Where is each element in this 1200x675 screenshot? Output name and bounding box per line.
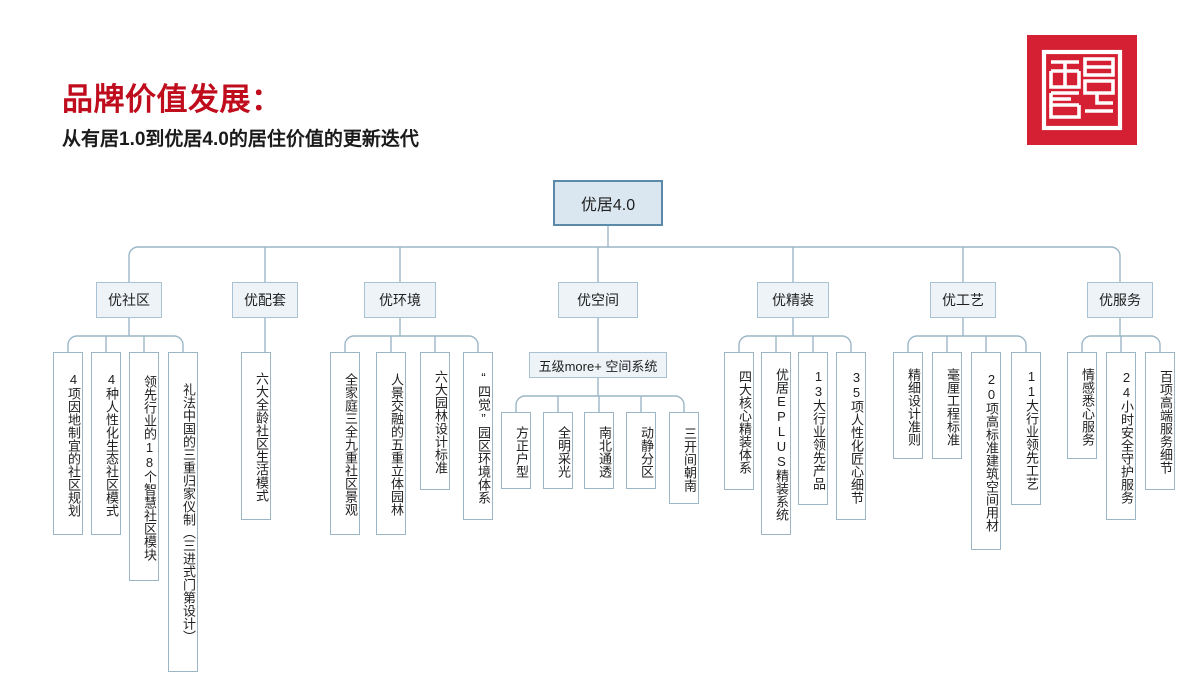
leaf-node-0-0[interactable]: 4项因地制宜的社区规划 — [53, 352, 83, 535]
leaf-node-6-0[interactable]: 情感悉心服务 — [1067, 352, 1097, 459]
leaf-node-3-0-label: 方正户型 — [514, 425, 529, 478]
leaf-node-3-2[interactable]: 南北通透 — [584, 412, 614, 489]
leaf-node-5-2-label: 20项高标准建筑空间用材 — [984, 372, 999, 532]
leaf-node-0-3-label: 礼法中国的三重归家仪制（三进式门第设计） — [181, 383, 196, 643]
leaf-bus-4 — [738, 335, 852, 346]
leaf-node-0-1-label: 4种人性化生态社区模式 — [104, 372, 119, 517]
leaf-node-0-1[interactable]: 4种人性化生态社区模式 — [91, 352, 121, 535]
branch-node-1-label: 优配套 — [244, 292, 286, 308]
leaf-node-6-1[interactable]: 24小时安全守护服务 — [1106, 352, 1136, 520]
branch-node-6-label: 优服务 — [1099, 292, 1141, 308]
leaf-node-5-1-label: 毫厘工程标准 — [945, 367, 960, 446]
branch-node-0-label: 优社区 — [108, 292, 150, 308]
root-node[interactable]: 优居4.0 — [553, 180, 663, 226]
branch-node-1[interactable]: 优配套 — [232, 282, 298, 318]
leaf-bus-6 — [1081, 335, 1161, 346]
mid-node-3[interactable]: 五级more+ 空间系统 — [529, 352, 667, 378]
leaf-bus-0 — [67, 335, 184, 346]
branch-node-0[interactable]: 优社区 — [96, 282, 162, 318]
page-subtitle: 从有居1.0到优居4.0的居住价值的更新迭代 — [62, 129, 419, 150]
mid-node-3-label: 五级more+ 空间系统 — [538, 358, 658, 374]
leaf-node-3-2-label: 南北通透 — [597, 425, 612, 478]
leaf-node-3-0[interactable]: 方正户型 — [501, 412, 531, 489]
branch-node-3-label: 优空间 — [577, 292, 619, 308]
brand-seal-logo — [1027, 35, 1137, 145]
leaf-node-0-2[interactable]: 领先行业的18个智慧社区模块 — [129, 352, 159, 581]
leaf-node-0-0-label: 4项因地制宜的社区规划 — [66, 372, 81, 517]
page-title: 品牌价值发展： — [62, 82, 283, 117]
leaf-node-1-0-label: 六大全龄社区生活模式 — [254, 372, 269, 502]
branch-node-4[interactable]: 优精装 — [757, 282, 829, 318]
leaf-bus-5 — [907, 335, 1027, 346]
leaf-node-0-3[interactable]: 礼法中国的三重归家仪制（三进式门第设计） — [168, 352, 198, 672]
leaf-node-5-0-label: 精细设计准则 — [906, 367, 921, 446]
leaf-node-5-2[interactable]: 20项高标准建筑空间用材 — [971, 352, 1001, 550]
leaf-node-3-4-label: 三开间朝南 — [682, 426, 697, 492]
leaf-node-6-1-label: 24小时安全守护服务 — [1119, 370, 1134, 504]
leaf-node-2-0[interactable]: 全家庭三全九重社区景观 — [330, 352, 360, 535]
leaf-node-5-3[interactable]: 11大行业领先工艺 — [1011, 352, 1041, 505]
leaf-node-1-0[interactable]: 六大全龄社区生活模式 — [241, 352, 271, 520]
branch-node-2[interactable]: 优环境 — [364, 282, 436, 318]
leaf-node-3-1[interactable]: 全明采光 — [543, 412, 573, 489]
leaf-node-4-1-label: 优居EPLUS精装系统 — [774, 368, 789, 521]
branch-node-5[interactable]: 优工艺 — [930, 282, 996, 318]
leaf-node-3-4[interactable]: 三开间朝南 — [669, 412, 699, 504]
leaf-node-3-3[interactable]: 动静分区 — [626, 412, 656, 489]
leaf-node-2-2[interactable]: 六大园林设计标准 — [420, 352, 450, 490]
leaf-node-2-0-label: 全家庭三全九重社区景观 — [343, 373, 358, 516]
mid-bus-3 — [515, 395, 685, 406]
root-node-label: 优居4.0 — [580, 197, 636, 214]
leaf-node-4-1[interactable]: 优居EPLUS精装系统 — [761, 352, 791, 535]
leaf-node-2-1[interactable]: 人景交融的五重立体园林 — [376, 352, 406, 535]
leaf-node-4-0[interactable]: 四大核心精装体系 — [724, 352, 754, 490]
leaf-node-5-0[interactable]: 精细设计准则 — [893, 352, 923, 459]
leaf-node-4-2-label: 13大行业领先产品 — [811, 369, 826, 490]
leaf-node-2-3[interactable]: “四觉”园区环境体系 — [463, 352, 493, 520]
leaf-node-6-0-label: 情感悉心服务 — [1080, 367, 1095, 446]
leaf-node-2-3-label: “四觉”园区环境体系 — [476, 370, 491, 504]
leaf-node-5-1[interactable]: 毫厘工程标准 — [932, 352, 962, 459]
leaf-node-2-1-label: 人景交融的五重立体园林 — [389, 373, 404, 516]
leaf-node-3-1-label: 全明采光 — [556, 425, 571, 478]
leaf-bus-2 — [344, 335, 479, 346]
branch-node-4-label: 优精装 — [772, 292, 814, 308]
leaf-node-3-3-label: 动静分区 — [639, 425, 654, 478]
leaf-node-4-0-label: 四大核心精装体系 — [737, 370, 752, 474]
leaf-node-0-2-label: 领先行业的18个智慧社区模块 — [142, 374, 157, 561]
branch-node-5-label: 优工艺 — [942, 292, 984, 308]
leaf-node-4-3-label: 35项人性化匠心细节 — [849, 370, 864, 504]
leaf-node-4-3[interactable]: 35项人性化匠心细节 — [836, 352, 866, 520]
leaf-node-5-3-label: 11大行业领先工艺 — [1024, 369, 1039, 490]
leaf-node-2-2-label: 六大园林设计标准 — [433, 370, 448, 474]
root-bus — [128, 246, 1121, 257]
branch-node-2-label: 优环境 — [379, 292, 421, 308]
leaf-node-6-2-label: 百项高端服务细节 — [1158, 370, 1173, 474]
leaf-node-4-2[interactable]: 13大行业领先产品 — [798, 352, 828, 505]
branch-node-3[interactable]: 优空间 — [558, 282, 638, 318]
leaf-node-6-2[interactable]: 百项高端服务细节 — [1145, 352, 1175, 490]
branch-node-6[interactable]: 优服务 — [1087, 282, 1153, 318]
